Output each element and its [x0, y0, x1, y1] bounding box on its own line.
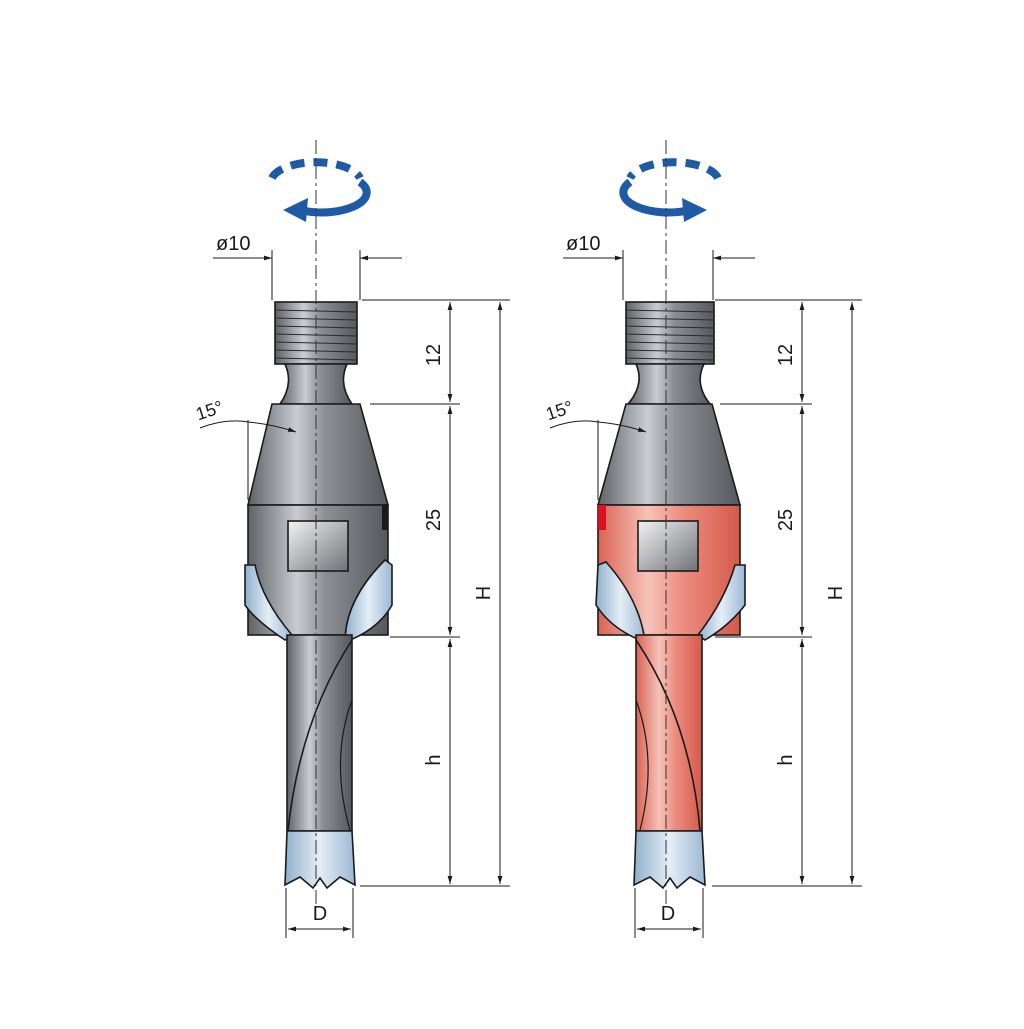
flat-window — [637, 520, 699, 572]
drill-length-label: h — [775, 754, 797, 765]
diameter-label: D — [313, 903, 327, 925]
tapered-body — [246, 403, 390, 506]
body-length-label: 25 — [775, 509, 797, 531]
diameter-label: D — [661, 903, 675, 925]
tool-2: ø10 15° 12 25 h H D — [543, 140, 862, 938]
shank-diameter-label: ø10 — [566, 233, 600, 255]
drill-length-label: h — [423, 754, 445, 765]
dimension-shank-diameter: ø10 — [213, 233, 402, 300]
drill-shaft — [286, 634, 353, 832]
drill-tip — [633, 830, 706, 890]
tool-1: ø10 15° 12 25 h H — [193, 140, 510, 938]
rotation-arrow-clockwise-icon — [268, 158, 371, 222]
thread-length-label: 12 — [423, 344, 445, 366]
neck — [626, 363, 712, 405]
total-length-label: H — [825, 586, 847, 600]
flat-window — [287, 520, 349, 572]
dimension-diameter: D — [634, 888, 704, 938]
flute — [287, 639, 353, 831]
angle-label: 15° — [193, 397, 225, 424]
shank-diameter-label: ø10 — [216, 233, 250, 255]
thread-length-label: 12 — [775, 344, 797, 366]
cutting-blade-right — [696, 564, 746, 641]
dimension-diameter: D — [285, 888, 354, 938]
tapered-body — [596, 403, 742, 506]
threaded-shank — [625, 301, 715, 365]
dimension-lengths: 12 25 h H — [712, 299, 862, 887]
angle-label: 15° — [543, 397, 575, 424]
rotation-arrow-counter-clockwise-icon — [619, 158, 722, 222]
drill-tip — [284, 830, 356, 890]
flute — [635, 639, 701, 831]
body-length-label: 25 — [423, 509, 445, 531]
dimension-shank-diameter: ø10 — [563, 233, 755, 300]
total-length-label: H — [473, 586, 495, 600]
dimension-lengths: 12 25 h H — [360, 299, 510, 887]
